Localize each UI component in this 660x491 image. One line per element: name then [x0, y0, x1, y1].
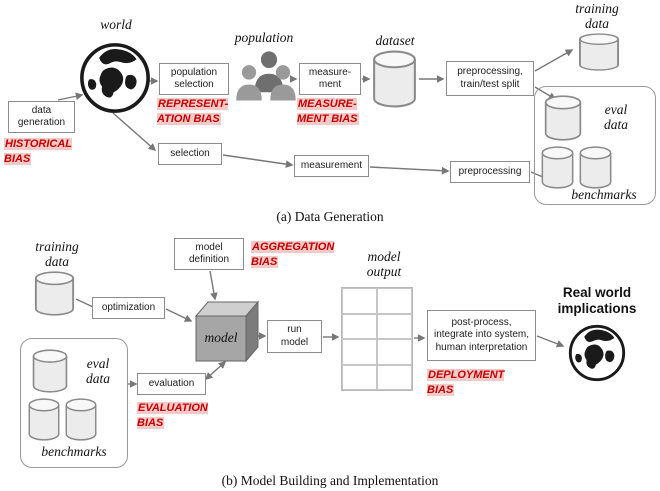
preprocessing-box-row2: preprocessing — [450, 161, 530, 183]
arrows-panel-b — [75, 270, 565, 388]
eval-benchmarks-group-a — [534, 86, 656, 205]
caption-panel-a: (a) Data Generation — [276, 209, 384, 224]
selection-box: selection — [158, 143, 222, 165]
training-data-label-a: training data — [575, 1, 619, 32]
model-output-cell — [342, 339, 377, 365]
caption-panel-b: (b) Model Building and Implementation — [221, 473, 439, 488]
real-world-implications-label: Real world implications — [557, 285, 637, 317]
training-data-cylinder-icon-b — [34, 271, 75, 316]
post-process-box: post-process, integrate into system, hum… — [427, 310, 536, 361]
data-generation-box: data generation — [8, 101, 75, 133]
model-output-cell — [377, 364, 412, 390]
eval-data-label-b: eval data — [85, 356, 110, 387]
benchmarks-label-b: benchmarks — [41, 444, 107, 459]
population-selection-box: population selection — [159, 63, 229, 95]
model-output-cell — [342, 288, 377, 314]
dataset-cylinder-icon — [373, 50, 416, 108]
historical-bias-label: HISTORICAL BIAS — [4, 138, 73, 165]
model-output-cell — [342, 364, 377, 390]
training-data-cylinder-icon-a — [578, 33, 620, 71]
model-label: model — [204, 330, 238, 345]
measurement-bias-label: MEASURE- MENT BIAS — [297, 98, 359, 125]
run-model-box: run model — [267, 320, 322, 353]
model-output-label: model output — [366, 249, 402, 280]
deployment-bias-label: DEPLOYMENT BIAS — [427, 369, 505, 396]
world-globe-icon — [80, 43, 150, 113]
benchmarks-label-a: benchmarks — [571, 187, 637, 202]
model-output-cell — [377, 339, 412, 365]
aggregation-bias-label: AGGREGATION BIAS — [251, 241, 335, 268]
model-output-grid — [341, 287, 413, 391]
model-output-cell — [377, 288, 412, 314]
preprocessing-split-box: preprocessing, train/test split — [446, 61, 534, 96]
real-world-globe-icon — [568, 324, 626, 382]
training-data-label-b: training data — [35, 239, 79, 270]
measurement-box-row2: measurement — [294, 155, 369, 177]
model-output-cell — [342, 313, 377, 339]
model-output-cell — [377, 313, 412, 339]
dataset-label: dataset — [375, 33, 415, 48]
world-label: world — [100, 17, 132, 32]
model-cube-icon — [194, 300, 260, 363]
eval-benchmarks-group-b — [20, 338, 128, 468]
measurement-box-a: measure- ment — [299, 63, 361, 95]
population-label: population — [234, 30, 294, 45]
representation-bias-label: REPRESENT- ATION BIAS — [157, 98, 229, 125]
population-people-icon — [236, 51, 296, 101]
evaluation-bias-label: EVALUATION BIAS — [137, 402, 208, 429]
evaluation-box: evaluation — [137, 373, 206, 395]
optimization-box: optimization — [92, 297, 165, 319]
eval-data-label-a: eval data — [603, 102, 628, 133]
model-definition-box: model definition — [174, 238, 244, 270]
